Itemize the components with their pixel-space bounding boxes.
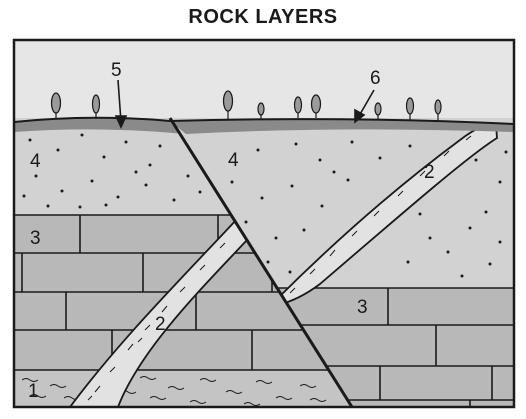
dike-2-upper	[274, 122, 498, 307]
shale-marks	[21, 376, 327, 406]
label-layer-1: 1	[28, 381, 39, 402]
dike-texture-lower	[87, 242, 226, 401]
tree-icon	[374, 102, 382, 120]
arrow-5-line	[117, 79, 122, 123]
sand-dots-right	[230, 140, 508, 278]
tree-icon	[310, 94, 322, 118]
label-layer-3-left: 3	[30, 228, 41, 249]
label-dike-2-lower: 2	[155, 314, 166, 335]
tree-icon	[434, 99, 442, 120]
arrow-6-head	[354, 108, 366, 124]
diagram-title: ROCK LAYERS	[188, 6, 338, 28]
tree-icon	[257, 102, 265, 119]
layer-1	[14, 370, 352, 407]
trees	[50, 90, 442, 120]
label-dike-2-upper: 2	[424, 162, 435, 183]
label-layer-4-right: 4	[228, 150, 239, 171]
tree-icon	[50, 92, 62, 119]
tree-icon	[293, 96, 303, 118]
tree-icon	[405, 97, 415, 120]
arrow-5-head	[114, 115, 128, 129]
arrow-6-line	[358, 89, 375, 117]
label-layer-6: 6	[370, 68, 381, 89]
dike-texture-upper	[289, 126, 489, 294]
layer-5-topsoil	[14, 118, 186, 134]
layer-6-topsoil	[170, 119, 514, 134]
tree-icon	[91, 94, 101, 119]
tree-icon	[222, 90, 234, 119]
label-layer-4-left: 4	[30, 151, 41, 172]
ground-surface	[14, 116, 514, 125]
diagram-frame	[12, 38, 516, 409]
leader-arrows	[114, 79, 375, 129]
label-layer-5: 5	[111, 60, 122, 81]
label-layer-3-right: 3	[357, 297, 368, 318]
fault-line	[168, 117, 354, 407]
sand-dots-left	[22, 133, 202, 209]
